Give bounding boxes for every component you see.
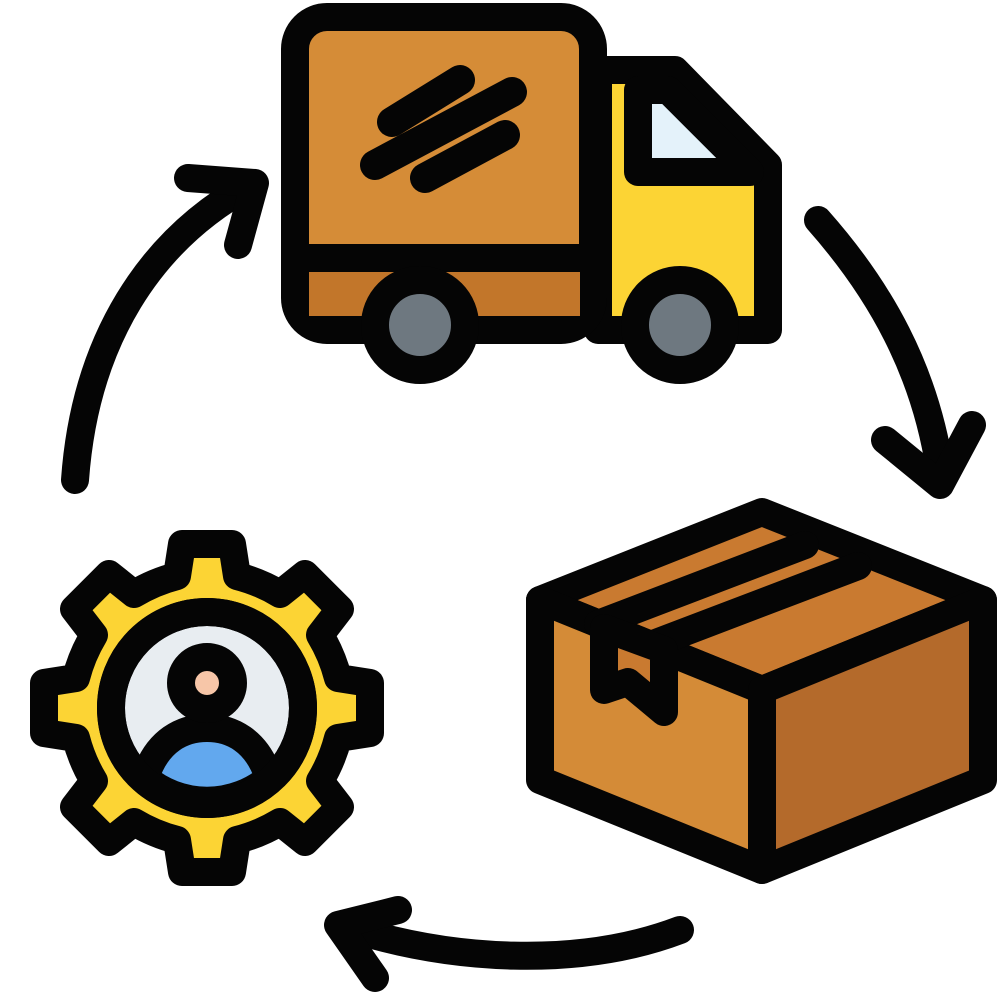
cycle-arrow-icon xyxy=(61,164,986,992)
arrow-left-arc xyxy=(61,171,264,494)
arrow-bottom-head xyxy=(324,896,412,992)
arrow-bottom-arc xyxy=(326,911,694,970)
arrow-left-head xyxy=(174,164,269,259)
box-flap xyxy=(590,614,678,726)
arrow-right-head xyxy=(871,411,986,499)
truck-wheel-rear xyxy=(361,266,479,384)
box-tape xyxy=(584,531,872,660)
cardboard-box-icon xyxy=(526,498,997,884)
truck-window xyxy=(624,76,764,186)
arrow-right-arc xyxy=(804,206,954,484)
delivery-truck-icon xyxy=(281,3,782,384)
avatar-head xyxy=(167,643,247,723)
truck-shine-stripes xyxy=(360,65,527,193)
truck-wheel-front xyxy=(621,266,739,384)
box-side xyxy=(748,586,997,884)
gear-user-icon xyxy=(30,530,384,886)
